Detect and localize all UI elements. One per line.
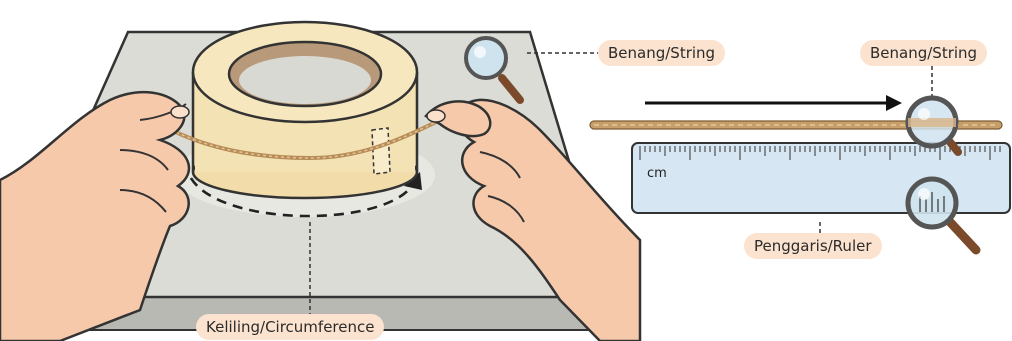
tape-roll xyxy=(193,22,417,198)
string-label-magnified: Benang/String xyxy=(860,40,987,66)
ruler-unit-label: cm xyxy=(647,166,667,181)
string-label: Benang/String xyxy=(598,40,725,66)
arrow-right-icon xyxy=(886,95,902,111)
circumference-label: Keliling/Circumference xyxy=(196,314,384,340)
ruler-label: Penggaris/Ruler xyxy=(744,233,882,259)
